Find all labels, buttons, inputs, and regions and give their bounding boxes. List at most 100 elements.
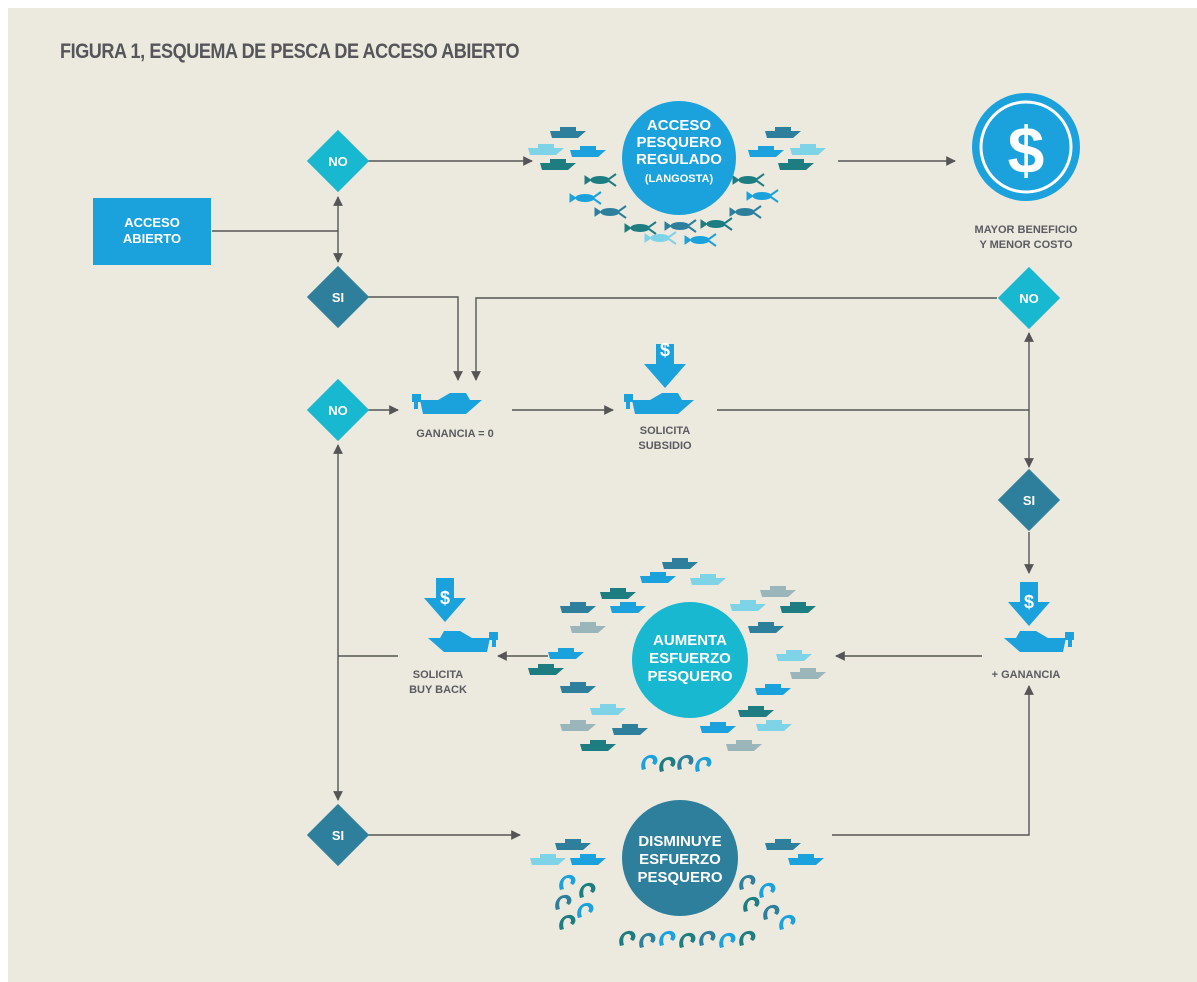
shrimp-icon [743,896,760,912]
svg-text:SI: SI [1023,493,1035,508]
arrow-decrease-to-profit [832,685,1034,836]
small-boat-icon [640,572,676,583]
shrimp-icon [779,914,796,930]
lobster-icon [732,173,765,187]
svg-text:REGULADO: REGULADO [636,151,722,168]
decision-no-top: NO [306,129,370,193]
coin-caption-line2: Y MENOR COSTO [979,239,1073,251]
svg-text:ACCESO: ACCESO [647,117,712,134]
decision-no-middle: NO [306,378,370,442]
lobster-icon [584,173,617,187]
shrimp-icon [739,930,756,946]
decrease-circle: DISMINUYE ESFUERZO PESQUERO [622,800,738,916]
start-box-line2: ABIERTO [123,231,181,246]
small-boat-icon [560,720,596,731]
svg-text:PESQUERO: PESQUERO [636,134,721,151]
shrimp-icon [659,930,676,946]
small-boat-icon [600,588,636,599]
small-boat-icon [612,724,648,735]
svg-text:$: $ [660,340,670,360]
svg-text:NO: NO [328,403,348,418]
subsidy-label-line2: SUBSIDIO [638,440,692,452]
svg-text:DISMINUYE: DISMINUYE [638,833,721,850]
small-boat-icon [530,854,566,865]
svg-text:SI: SI [332,290,344,305]
regulated-circle: ACCESO PESQUERO REGULADO (LANGOSTA) [622,101,736,215]
small-boat-icon [778,159,814,170]
small-boat-icon [755,684,791,695]
shrimp-icon [739,874,756,890]
buyback-boat-icon [428,631,498,652]
small-boat-icon [760,586,796,597]
lobster-icon [729,205,762,219]
small-boat-icon [528,144,564,155]
subsidy-label-line1: SOLICITA [640,425,691,437]
decision-si-right: SI [997,468,1061,532]
increase-circle: AUMENTA ESFUERZO PESQUERO [632,602,748,718]
small-boat-icon [548,648,584,659]
small-boat-icon [555,839,591,850]
start-box: ACCESO ABIERTO [93,198,211,265]
svg-text:PESQUERO: PESQUERO [647,668,732,685]
lobster-icon [684,233,717,247]
lobster-icon [700,217,733,231]
lobster-icon [624,221,657,235]
profit-boat-icon [1004,631,1074,652]
small-boat-icon [756,720,792,731]
shrimp-icon [679,932,696,948]
shrimp-icon [695,756,712,772]
shrimp-icon [579,882,596,898]
small-boat-icon [610,602,646,613]
shrimp-icon [641,754,658,770]
shrimp-icon [763,904,780,920]
svg-text:NO: NO [1019,291,1039,306]
lobster-icon [594,205,627,219]
small-boat-icon [730,600,766,611]
arrow-si-to-zero-profit [368,296,463,381]
connectors [212,156,1034,840]
decision-no-right: NO [997,266,1061,330]
shrimp-icon [577,902,594,918]
lobster-icon [569,191,602,205]
subsidy-arrow-icon: $ [644,340,686,388]
shrimp-icon [639,932,656,948]
shrimp-icon [559,874,576,890]
dollar-icon: $ [1008,113,1045,187]
profit-label: + GANANCIA [992,669,1061,681]
coin-icon: $ [972,93,1080,201]
svg-text:PESQUERO: PESQUERO [637,869,722,886]
shrimp-icon [659,756,676,772]
svg-text:AUMENTA: AUMENTA [653,632,727,649]
svg-text:SI: SI [332,828,344,843]
arrow-no-right-to-zero-profit [471,297,997,381]
small-boat-icon [550,127,586,138]
small-boat-icon [540,159,576,170]
small-boat-icon [765,839,801,850]
svg-text:ESFUERZO: ESFUERZO [639,851,721,868]
figure-title: FIGURA 1, ESQUEMA DE PESCA DE ACCESO ABI… [60,40,520,63]
start-box-line1: ACCESO [124,215,180,230]
zero-profit-boat-icon [412,393,482,414]
buyback-label-line1: SOLICITA [413,669,464,681]
small-boat-icon [788,854,824,865]
subsidy-boat-icon [624,393,694,414]
lobster-icon [644,231,677,245]
coin-caption-line1: MAYOR BENEFICIO [975,224,1078,236]
buyback-arrow-icon: $ [424,578,466,622]
small-boat-icon [700,722,736,733]
lobster-icon [664,219,697,233]
small-boat-icon [748,146,784,157]
small-boat-icon [690,574,726,585]
lobster-icon [746,189,779,203]
small-boat-icon [570,622,606,633]
svg-text:$: $ [440,588,450,608]
shrimp-icon [759,882,776,898]
small-boat-icon [560,602,596,613]
small-boat-icon [570,146,606,157]
small-boat-icon [560,682,596,693]
profit-arrow-icon: $ [1008,582,1050,626]
small-boat-icon [765,127,801,138]
small-boat-icon [662,558,698,569]
small-boat-icon [748,622,784,633]
